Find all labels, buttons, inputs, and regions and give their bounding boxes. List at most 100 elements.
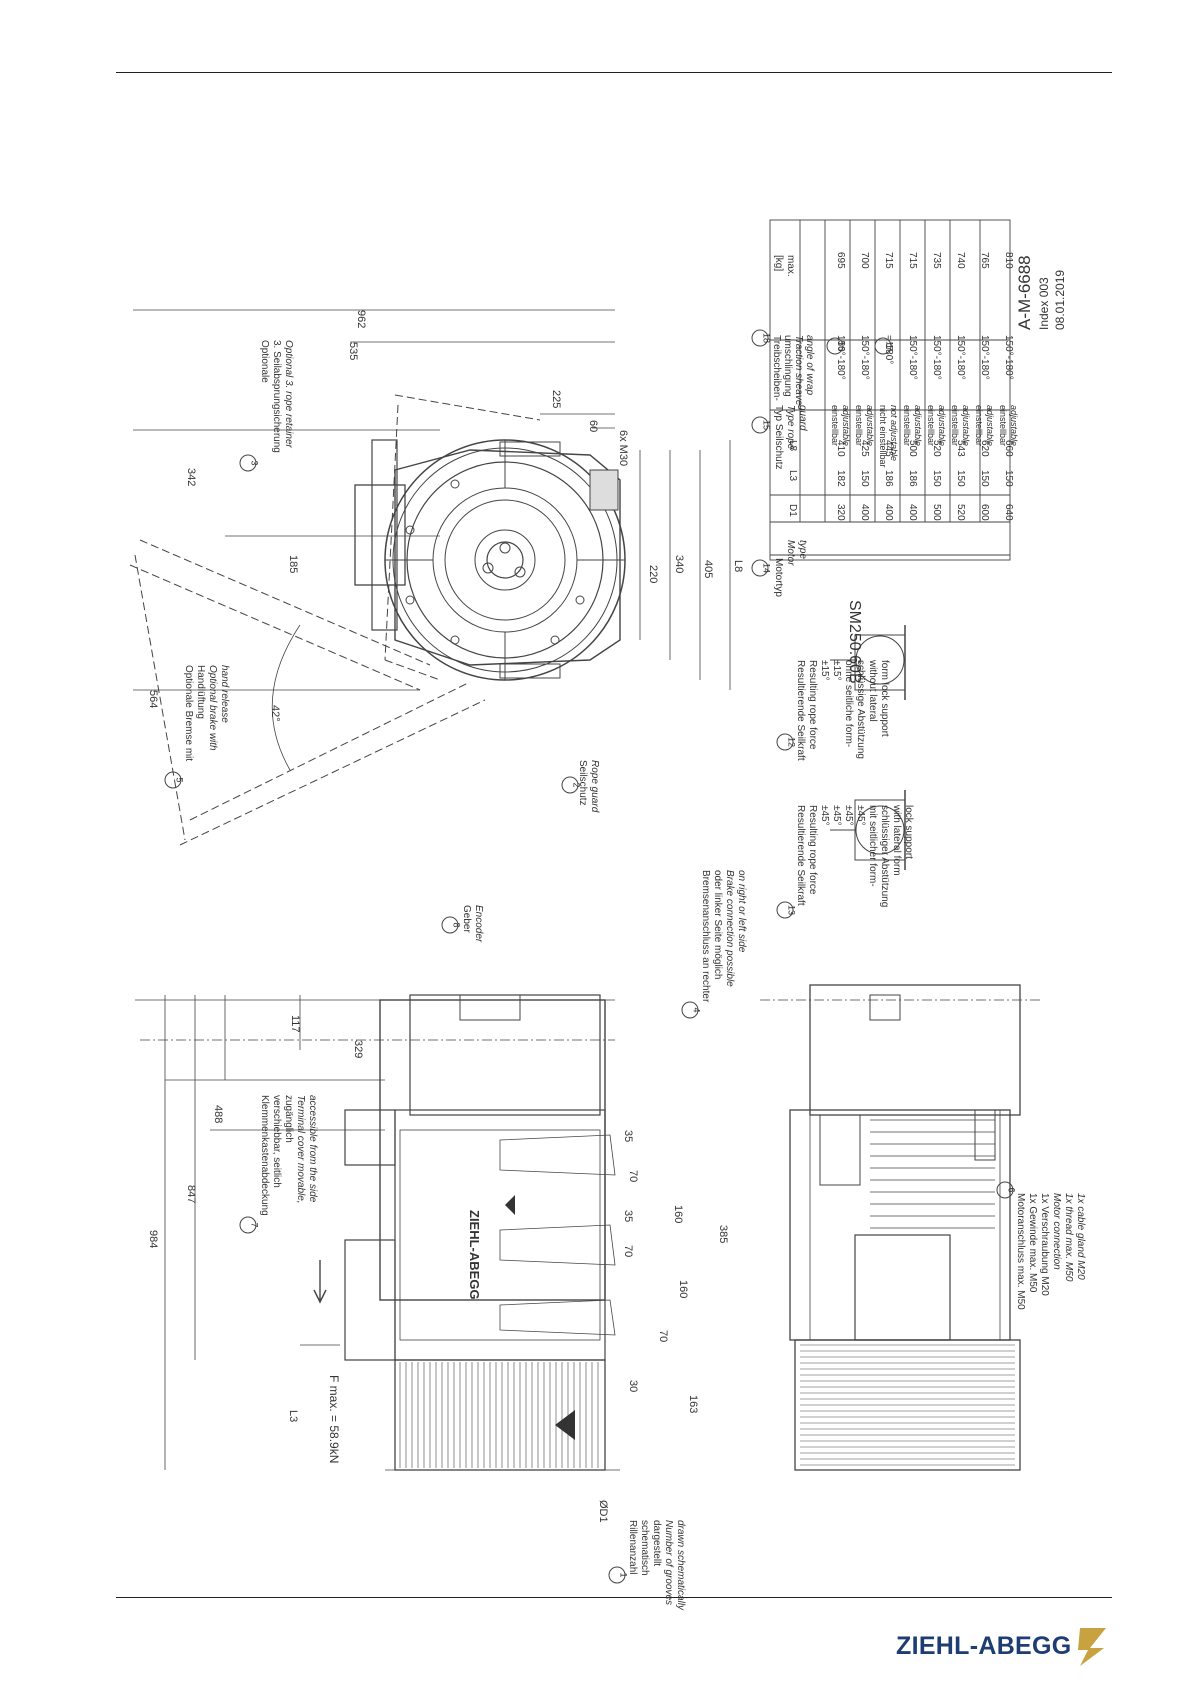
dimension-label: ØD1 [597,1500,609,1523]
table-cell-guard: adjustable [985,405,995,446]
callout-circle [561,776,579,794]
callout-5-line: Optional brake with [207,665,218,751]
callout-number: 7 [250,1222,260,1227]
table-cell-d1: 320 [835,504,846,521]
callout-number: 18 [762,333,772,343]
table-cell-d1: 500 [931,504,942,521]
table-cell-d1: 520 [955,504,966,521]
table-header: L3 [787,470,798,482]
dimension-label: 342 [185,468,197,486]
callout-number: 2 [572,782,582,787]
dimension-label: 847 [185,1185,197,1203]
dimension-label: 6x M30 [617,430,629,466]
table-cell-wrap: 150°-180° [955,335,966,380]
table-cell-guard: nicht einstellbar [878,405,888,468]
callout-7-line: verschiebbar, seitlich [271,1095,282,1188]
table-cell-guard: einstellbar [950,405,960,446]
table-cell-d1: 600 [979,504,990,521]
callout-13-line: ±45° [831,805,842,826]
table-cell-wrap: = 180° [883,335,894,364]
callout-5-line: Handlüftung [195,665,206,719]
table-cell-guard: adjustable [1009,405,1019,446]
top-view [129,309,731,846]
callout-circle [164,771,182,789]
table-cell-l3: 186 [883,470,894,487]
table-header: D1 [787,504,798,517]
dimension-label: 30 [627,1380,639,1392]
table-cell-guard: einstellbar [854,405,864,446]
callout-number: 5 [175,777,185,782]
table-cell-l8: 445 [883,440,894,457]
table-cell-l3: 150 [1003,470,1014,487]
dimension-label: 185 [287,555,299,573]
dimension-label: L3 [287,1410,299,1422]
callout-circle [874,337,892,355]
callout-7-line: zugänglich [283,1095,294,1143]
motor-type-label: SM250.60B [846,600,863,684]
table-cell-d1: 400 [859,504,870,521]
callout-13-line: mit seitlicher form- [867,805,878,887]
callout-12-line: without lateral [867,659,878,722]
dimension-label: 60 [587,420,599,432]
callout-1-line: dargestellt [651,1520,662,1566]
dimension-label: 405 [702,560,714,578]
table-cell-mass: 735 [931,252,942,269]
dimension-label: 117 [289,1015,301,1033]
drawing-number: A-M-6688 [1015,255,1034,330]
table-cell-l8: 620 [979,440,990,457]
callout-6-line: 1x Gewinde max. M50 [1027,1193,1038,1293]
table-cell-mass: 715 [883,252,894,269]
callout-6-line: 1x cable gland M20 [1075,1193,1086,1280]
callout-7-line: Terminal cover movable, [295,1095,306,1204]
side-view-lower [760,984,1040,1471]
callout-number: 8 [452,922,462,927]
callout-7-line: Klemmenkastenabdeckung [259,1095,270,1216]
callout-12-line: ±15° [819,660,830,681]
callout-number: 13 [787,905,797,915]
table-cell-guard: adjustable [913,405,923,446]
callout-8-line: Encoder [473,905,484,943]
side-view-upper: ZIEHL-ABEGG [135,994,620,1471]
dimension-label: 220 [647,565,659,583]
dimension-label: 160 [672,1205,684,1223]
dimension-label: 329 [352,1040,364,1058]
dimension-label: 962 [355,310,367,328]
callout-13-line: ±45° [843,805,854,826]
table-cell-d1: 400 [883,504,894,521]
table-cell-l3: 150 [955,470,966,487]
callout-6-line: Motor connection [1051,1193,1062,1270]
table-header: max. [785,255,796,277]
callout-number: 1 [619,1572,629,1577]
table-header: Motor [785,540,796,566]
callout-number: 14 [762,563,772,573]
dimension-label: 984 [147,1230,159,1248]
callout-circle [751,416,769,434]
table-header: L8 [787,440,798,452]
table-cell-mass: 810 [1003,252,1014,269]
table-cell-guard: adjustable [937,405,947,446]
callout-number: 6 [1007,1187,1017,1192]
table-cell-d1: 640 [1003,504,1014,521]
callout-circle [751,329,769,347]
dimension-label: 385 [717,1225,729,1243]
callout-circle [239,454,257,472]
table-cell-wrap: 150°-180° [1003,335,1014,380]
callout-1-line: Rillenanzahl [627,1520,638,1574]
callout-1-line: Number of grooves [663,1520,674,1605]
dimension-label: 564 [147,690,159,708]
callout-4-line: Bremsenanschluss an rechter [700,870,711,1003]
table-cell-guard: einstellbar [902,405,912,446]
dimension-label: 488 [212,1105,224,1123]
dimension-label: 535 [347,342,359,360]
table-header: angle of wrap [804,335,815,395]
callout-1-line: drawn schematically [675,1520,686,1611]
dimension-label: 70 [622,1245,634,1257]
table-cell-guard: einstellbar [998,405,1008,446]
callout-circle [441,916,459,934]
table-cell-l8: 410 [835,440,846,457]
table-cell-wrap: 150°-180° [907,335,918,380]
table-cell-l3: 182 [835,470,846,487]
table-cell-l3: 150 [859,470,870,487]
table-cell-l3: 150 [979,470,990,487]
